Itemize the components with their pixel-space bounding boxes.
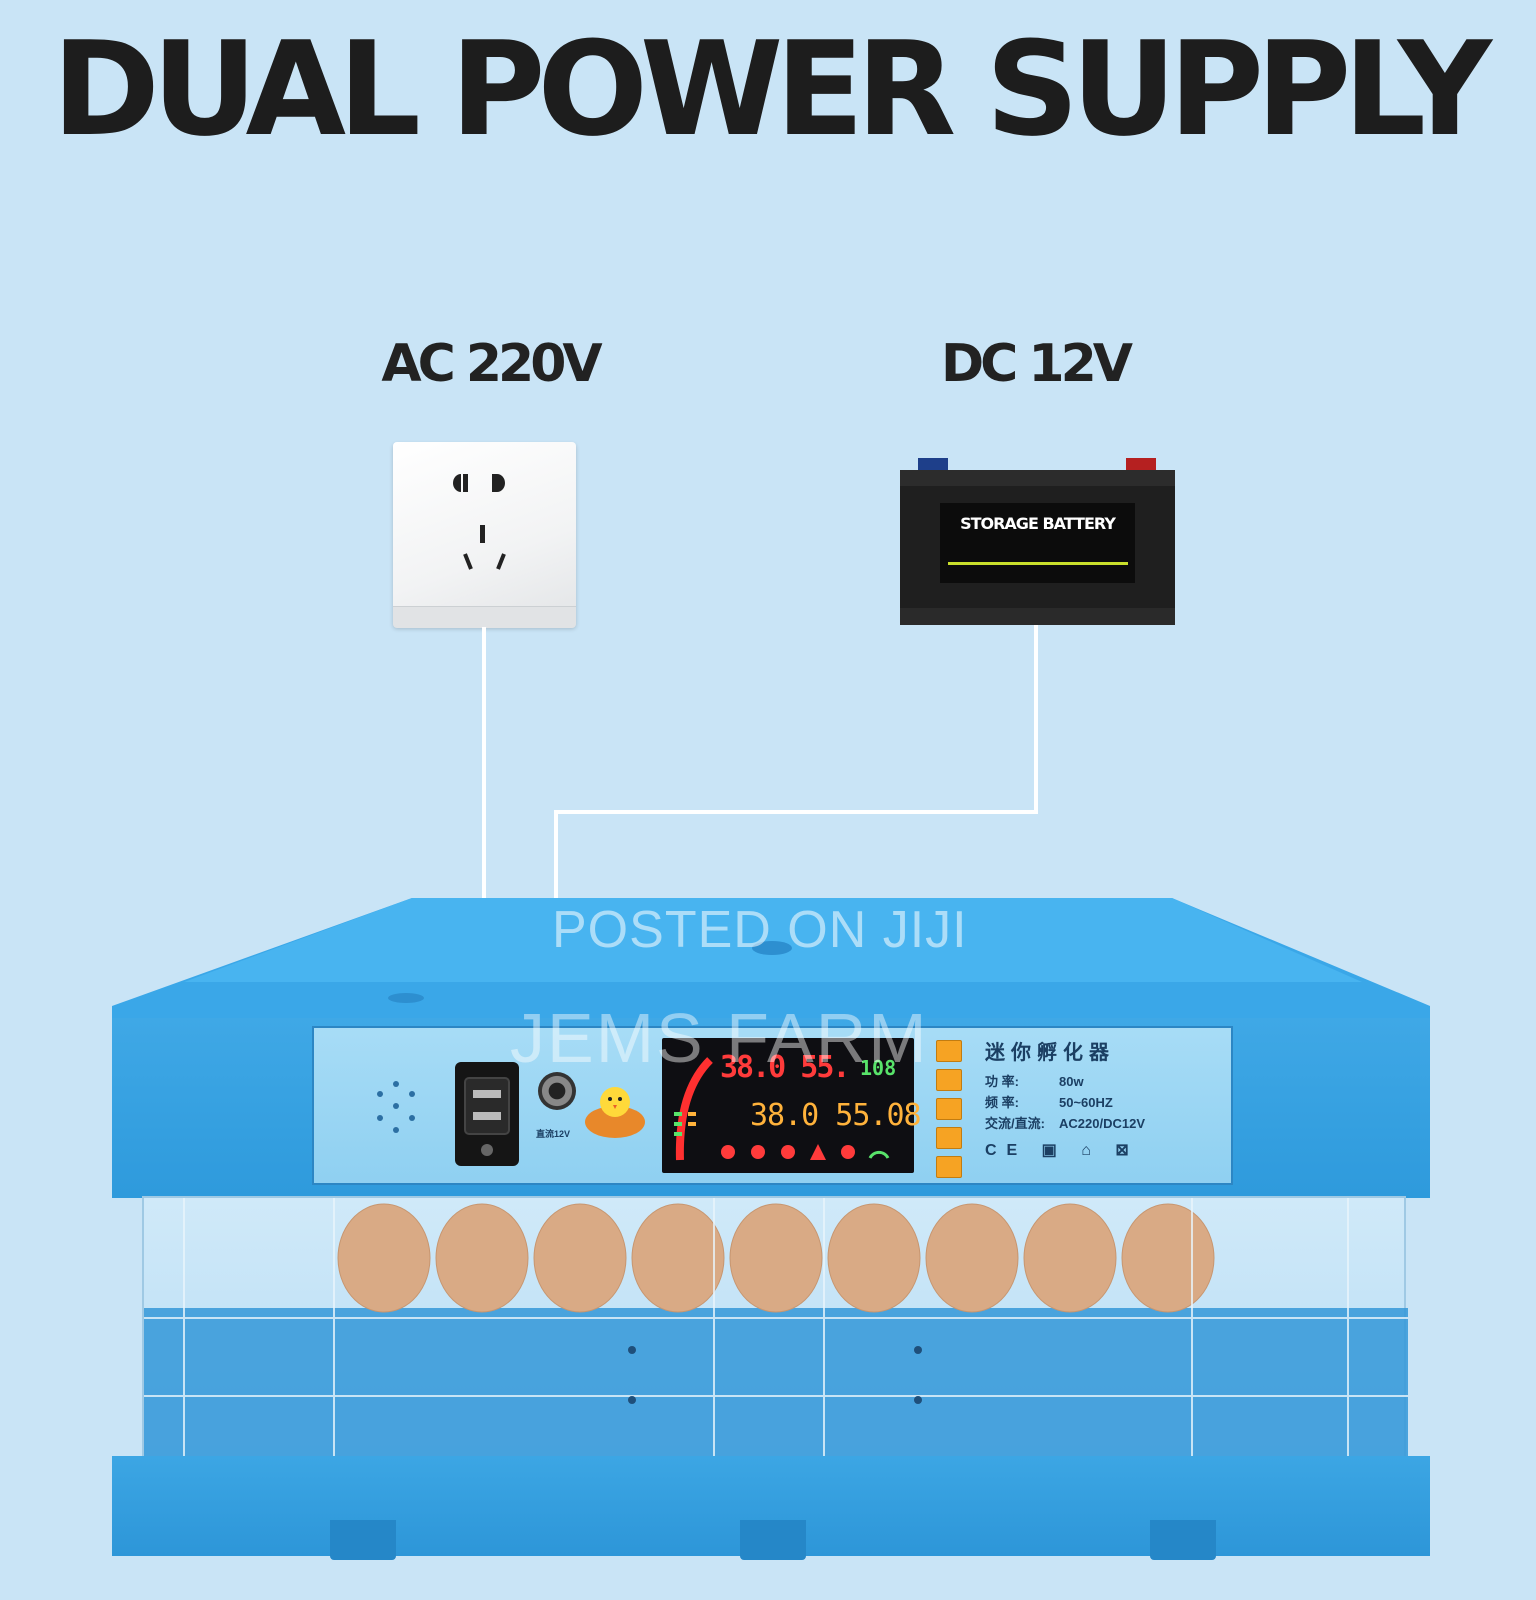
ac-power-inlet[interactable]: [455, 1062, 519, 1166]
display-top-readout: 38.0 55.: [720, 1050, 850, 1085]
plus-button[interactable]: [936, 1069, 962, 1091]
display-main-readout: 38.0 55.08: [750, 1098, 922, 1133]
light-button[interactable]: [936, 1156, 962, 1178]
chick-logo-icon: [585, 1087, 645, 1138]
dc-power-label: DC 12V: [940, 334, 1133, 394]
certification-marks: CE ▣ ⌂ ⊠: [985, 1142, 1139, 1159]
battery-label: STORAGE BATTERY: [960, 514, 1116, 533]
spec-row-frequency: 频 率:50~60HZ: [985, 1095, 1113, 1110]
gauge-bars-icon: [674, 1057, 713, 1161]
wall-socket-icon: [393, 442, 576, 627]
incubator-foot: [1150, 1520, 1216, 1560]
egg-viewing-window: [142, 1196, 1408, 1460]
display-day-counter: 108: [860, 1056, 897, 1080]
status-icons-row: [721, 1144, 890, 1160]
incubator-foot: [740, 1520, 806, 1560]
dc-jack-label: 直流12V: [536, 1129, 571, 1139]
product-title: 迷你孵化器: [985, 1040, 1115, 1064]
incubator-lid: [112, 898, 1430, 1018]
minus-button[interactable]: [936, 1098, 962, 1120]
incubator-foot: [330, 1520, 396, 1560]
ac-power-label: AC 220V: [381, 334, 602, 394]
posted-watermark: POSTED ON JIJI: [552, 901, 968, 959]
spec-row-power: 功 率:80w: [985, 1074, 1084, 1089]
storage-battery-icon: [900, 458, 1175, 625]
spec-label: 迷你孵化器 功 率:80w 频 率:50~60HZ 交流/直流:AC220/DC…: [985, 1036, 1225, 1160]
shop-watermark: JEMS FARM: [510, 999, 929, 1077]
set-button[interactable]: [936, 1040, 962, 1062]
mode-button[interactable]: [936, 1127, 962, 1149]
spec-row-voltage: 交流/直流:AC220/DC12V: [985, 1116, 1145, 1131]
dc-power-jack[interactable]: [538, 1072, 576, 1110]
control-buttons: [936, 1040, 962, 1178]
socket-frame-edge: [393, 606, 576, 628]
headline: DUAL POWER SUPPLY: [52, 13, 1492, 165]
speaker-grille-icon: [377, 1081, 415, 1133]
